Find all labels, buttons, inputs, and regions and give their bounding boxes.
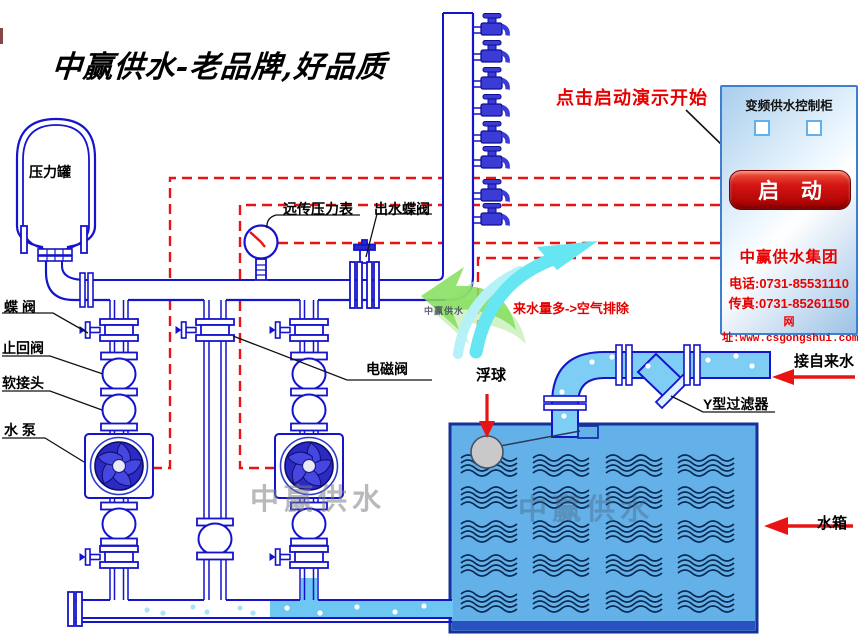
label-butterfly-valve: 蝶 阀 <box>4 299 36 315</box>
red-arrows <box>479 369 855 535</box>
annotation-air-exhaust: 来水量多->空气排除 <box>513 301 629 316</box>
solenoid-valve-icon <box>174 318 235 342</box>
outlet-valve <box>349 239 380 309</box>
cyan-arrow-icon <box>453 266 525 359</box>
tank-waves <box>460 454 735 613</box>
flow-arrows <box>421 241 598 359</box>
control-cabinet: 变频供水控制柜 启 动 中赢供水集团 电话:0731-85531110 传真:0… <box>720 85 858 345</box>
signal-line-float <box>476 256 720 344</box>
pump-line-1 <box>78 318 154 569</box>
label-water-tank: 水箱 <box>817 515 848 532</box>
check-valve-icon <box>101 357 137 391</box>
pressure-gauge <box>243 224 279 281</box>
start-button[interactable]: 启 动 <box>729 170 851 210</box>
page-title: 中赢供水-老品牌,好品质 <box>50 50 388 85</box>
fax-line: 传真:0731-85261150 <box>728 296 850 311</box>
edge-artifact <box>0 28 3 44</box>
indicator-light <box>806 120 822 136</box>
faucet-icon <box>473 41 508 63</box>
float-assembly <box>470 425 599 469</box>
faucet-icon <box>473 147 508 169</box>
pump-line-2 <box>268 318 344 569</box>
label-remote-gauge: 远传压力表 <box>283 201 353 217</box>
faucet-icon <box>473 68 508 90</box>
faucet-icon <box>473 204 508 226</box>
faucet-icon <box>473 95 508 117</box>
label-water-pump: 水 泵 <box>4 422 36 438</box>
phone-line: 电话:0731-85531110 <box>729 276 849 291</box>
signal-line-pump2 <box>238 203 720 470</box>
label-float-ball: 浮球 <box>476 367 507 384</box>
inlet-pipe <box>543 344 771 438</box>
faucet-icon <box>473 122 508 144</box>
label-y-filter: Y型过滤器 <box>703 396 769 412</box>
faucet-icon <box>473 180 508 202</box>
faucet-icon <box>473 14 508 36</box>
cabinet-title: 变频供水控制柜 <box>745 99 833 113</box>
float-ball <box>470 435 504 469</box>
website-line: 网址:www.csgongshui.com <box>722 317 859 345</box>
butterfly-valve-icon <box>78 318 139 342</box>
label-check-valve: 止回阀 <box>2 340 44 356</box>
label-solenoid-valve: 电磁阀 <box>366 361 408 377</box>
pipe-bubbles <box>559 353 755 419</box>
annotation-click-start: 点击启动演示开始 <box>556 88 708 108</box>
indicator-light <box>754 120 770 136</box>
label-soft-joint: 软接头 <box>2 375 44 391</box>
label-tap-water: 接自来水 <box>794 353 855 370</box>
label-pressure-tank: 压力罐 <box>29 164 71 180</box>
pipe-bubbles <box>144 603 427 616</box>
water-pump-icon <box>84 433 154 499</box>
faucet-row <box>473 14 508 226</box>
label-outlet-valve: 出水蝶阀 <box>374 201 430 217</box>
water-pump-icon <box>274 433 344 499</box>
water-tank <box>448 422 759 634</box>
pressure-tank <box>15 117 97 262</box>
company-name: 中赢供水集团 <box>739 249 839 266</box>
cyan-arrow-icon <box>469 251 563 359</box>
soft-joint-icon <box>101 393 137 427</box>
